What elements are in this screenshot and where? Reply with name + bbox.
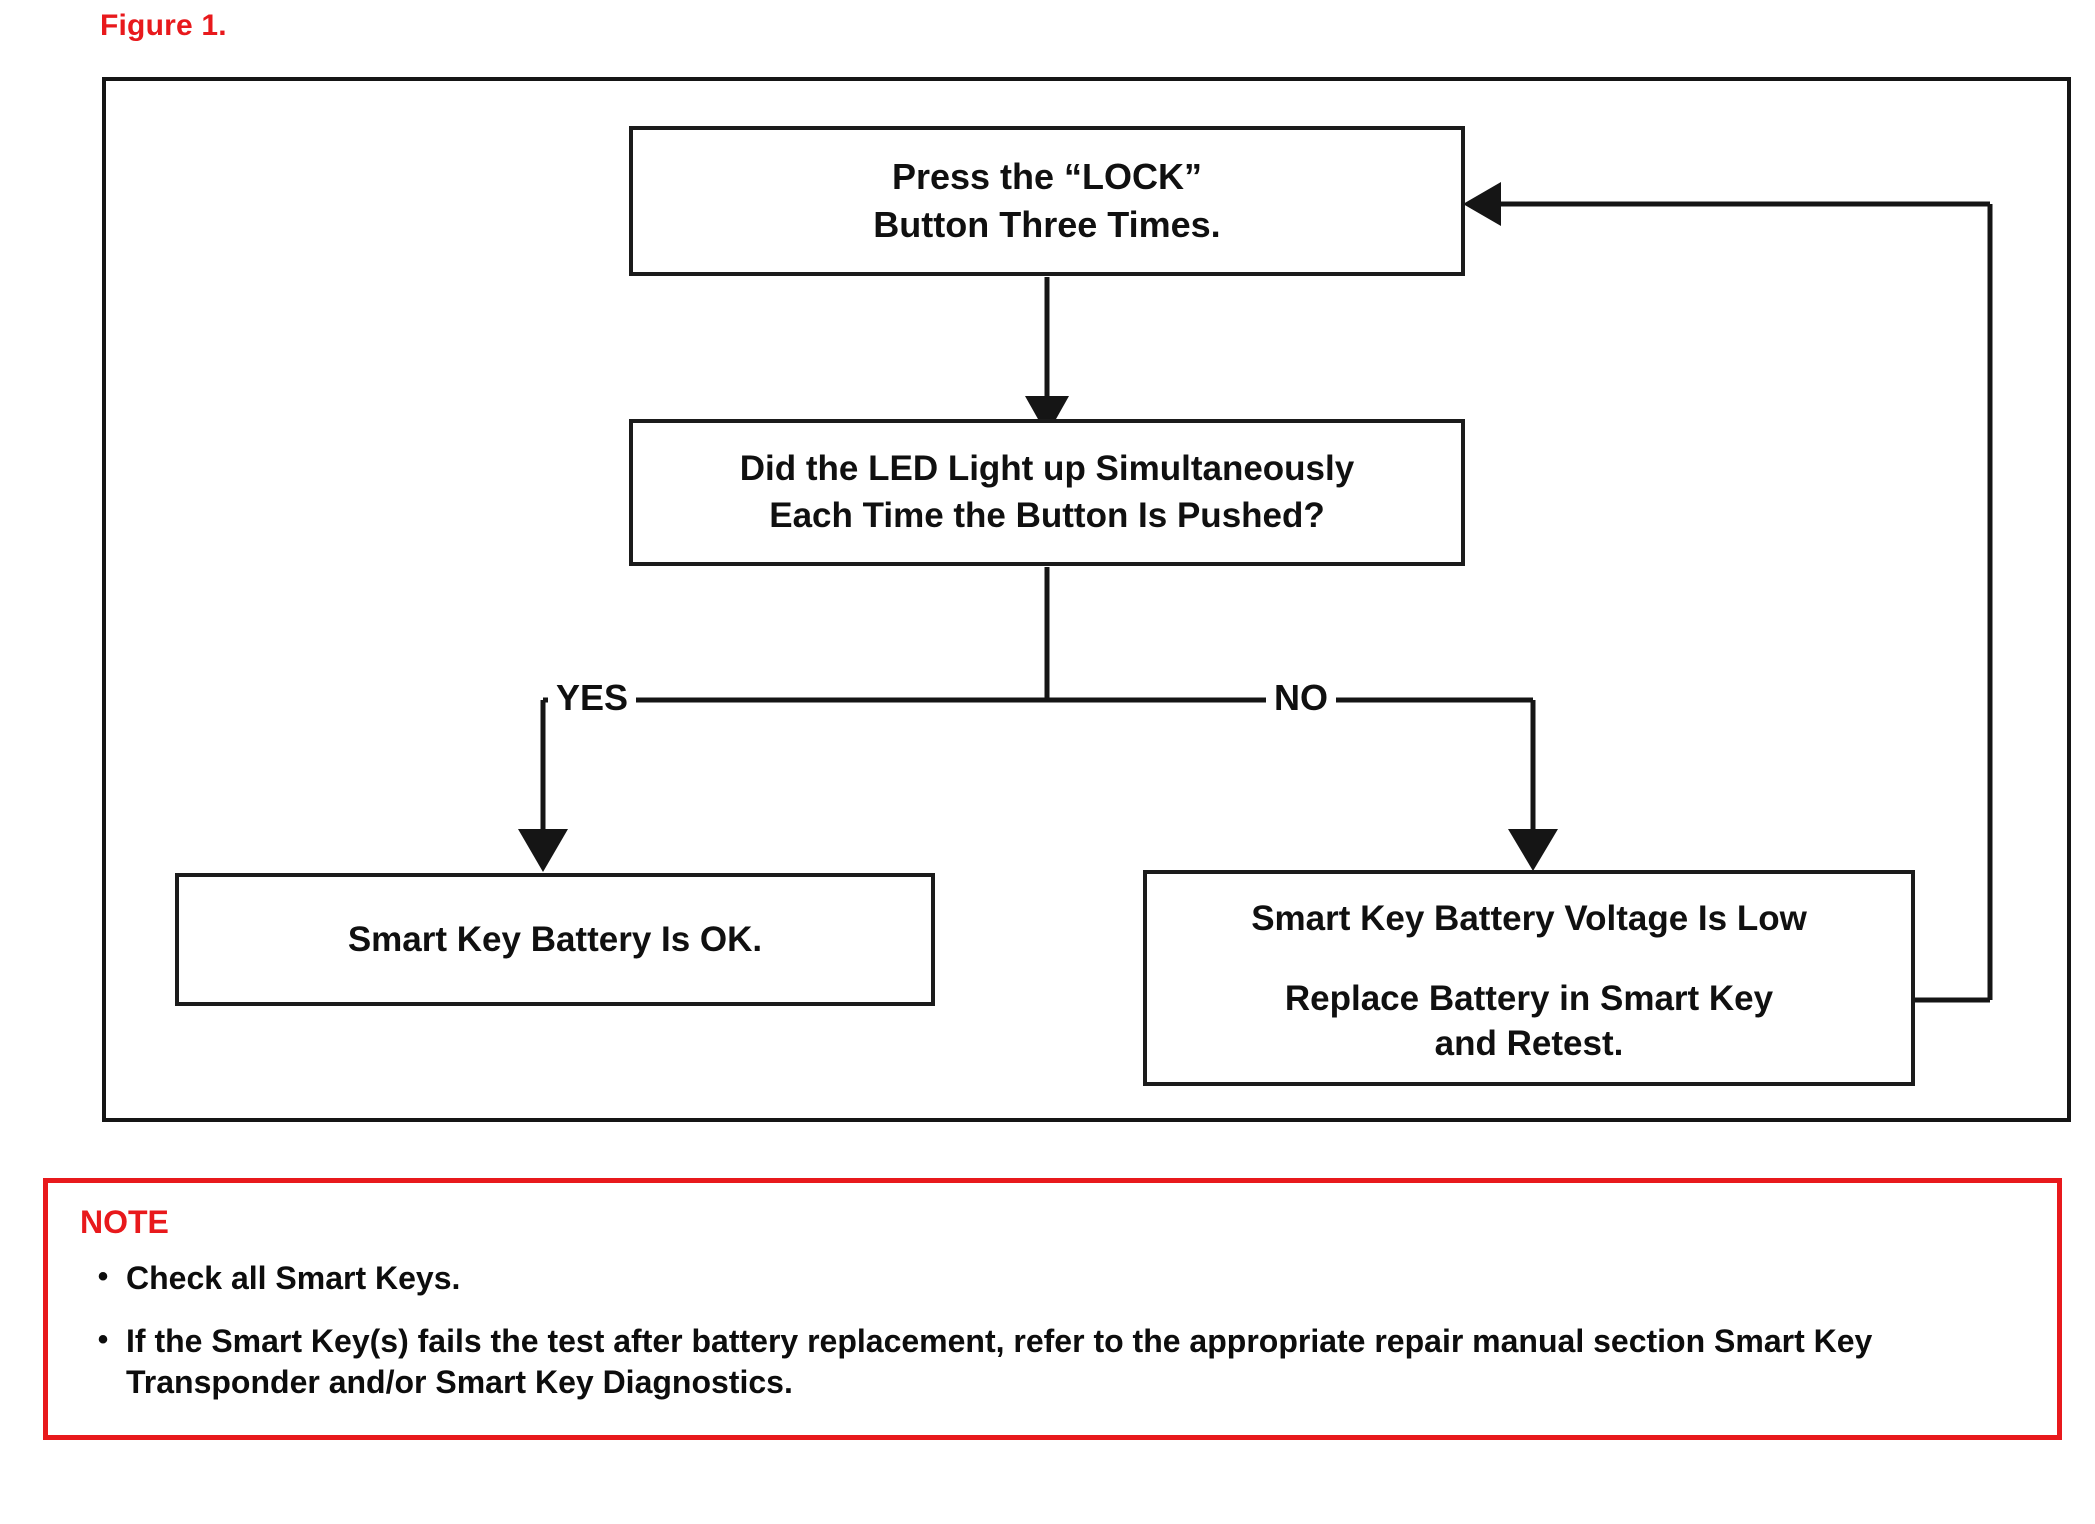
flow-node-press-lock-button: Press the “LOCK” Button Three Times.	[629, 126, 1465, 276]
note-item-text: Check all Smart Keys.	[126, 1260, 461, 1297]
branch-label-yes: YES	[548, 680, 637, 716]
bullet-icon: •	[97, 1260, 109, 1294]
flow-node-line: Replace Battery in Smart Key	[1284, 978, 1774, 1018]
flow-node-line: Press the “LOCK”	[891, 156, 1203, 198]
note-block: NOTE • Check all Smart Keys. • If the Sm…	[43, 1178, 2062, 1440]
note-item-text: If the Smart Key(s) fails the test after…	[126, 1323, 1873, 1401]
flow-node-battery-is-ok: Smart Key Battery Is OK.	[175, 873, 935, 1006]
note-title: NOTE	[80, 1204, 169, 1240]
flow-node-line: and Retest.	[1434, 1024, 1624, 1063]
figure-caption: Figure 1.	[100, 9, 227, 42]
flow-node-line: Button Three Times.	[873, 204, 1221, 245]
branch-label-no: NO	[1266, 680, 1336, 716]
flow-node-battery-voltage-low: Smart Key Battery Voltage Is Low Replace…	[1143, 870, 1915, 1086]
flow-node-line: Did the LED Light up Simultaneously	[739, 448, 1355, 488]
bullet-icon: •	[97, 1323, 109, 1357]
note-list-item: • If the Smart Key(s) fails the test aft…	[80, 1321, 2027, 1403]
note-list-item: • Check all Smart Keys.	[80, 1258, 2027, 1299]
flow-node-line: Smart Key Battery Voltage Is Low	[1251, 899, 1807, 938]
flow-node-did-led-light-up: Did the LED Light up Simultaneously Each…	[629, 419, 1465, 566]
flow-node-line: Each Time the Button Is Pushed?	[769, 495, 1325, 535]
flow-node-line: Smart Key Battery Is OK.	[347, 919, 763, 959]
